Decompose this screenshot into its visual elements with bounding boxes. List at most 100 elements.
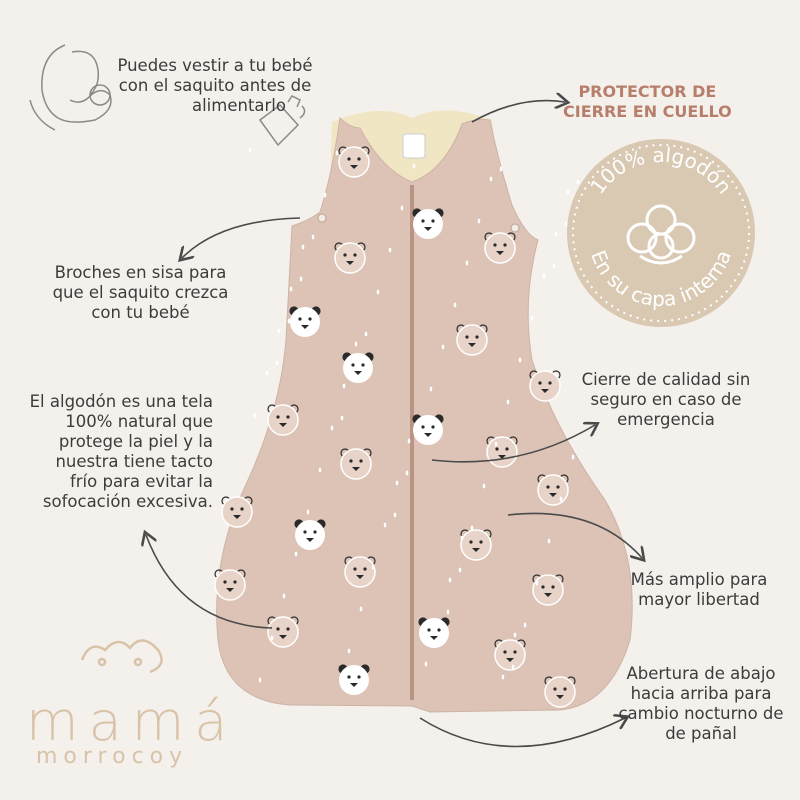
bear-face-icon <box>340 448 372 480</box>
fabric-dot <box>289 286 293 292</box>
fabric-dot <box>501 674 505 680</box>
fabric-dot <box>376 289 380 295</box>
fabric-dot <box>436 619 440 625</box>
arrow-algodon <box>146 535 273 629</box>
bear-face-icon <box>267 404 299 436</box>
fabric-dot <box>407 438 411 444</box>
bear-face-icon <box>289 306 321 337</box>
arrow-abertura <box>419 718 625 748</box>
fabric-dot <box>400 205 404 211</box>
fabric-dot <box>364 331 368 337</box>
fabric-dot <box>566 189 570 195</box>
fabric-dot <box>347 648 351 654</box>
bear-face-icon <box>529 370 561 402</box>
fabric-dot <box>470 525 474 531</box>
fabric-dot <box>388 247 392 253</box>
fabric-dot <box>383 522 387 528</box>
bear-face-icon <box>334 242 366 274</box>
callout-arrows <box>146 101 642 748</box>
fabric-dot <box>511 664 515 670</box>
bear-face-icon <box>338 146 370 178</box>
fabric-dot <box>265 370 269 376</box>
bear-face-icon <box>344 556 376 588</box>
fabric-dot <box>335 150 339 156</box>
bear-face-icon <box>484 232 516 264</box>
bear-face-icon <box>418 617 450 648</box>
fabric-dot <box>248 147 252 153</box>
bear-face-icon <box>221 496 253 528</box>
fabric-dot <box>301 244 305 250</box>
fabric-dot <box>499 166 503 172</box>
fabric-dot <box>448 577 452 583</box>
fabric-dot <box>523 622 527 628</box>
fabric-dot <box>542 273 546 279</box>
fabric-dot <box>571 454 575 460</box>
bear-face-icon <box>412 208 444 239</box>
bear-face-icon <box>460 529 492 561</box>
fabric-dot <box>395 480 399 486</box>
fabric-dot <box>535 580 539 586</box>
arrow-cierre <box>431 425 595 463</box>
arrow-protector <box>471 101 565 123</box>
bear-face-icon <box>214 569 246 601</box>
arrow-amplio <box>507 512 642 558</box>
fabric-dot <box>429 386 433 392</box>
bear-face-icon <box>412 414 444 445</box>
fabric-dot <box>287 318 291 324</box>
fabric-dot <box>417 428 421 434</box>
fabric-dot <box>458 567 462 573</box>
fabric-dot <box>352 373 356 379</box>
fabric-dot <box>477 218 481 224</box>
fabric-dot <box>294 551 298 557</box>
bear-face-icon <box>338 664 370 695</box>
brand-main: mamá <box>26 690 238 753</box>
fabric-dot <box>412 163 416 169</box>
fabric-dot <box>576 179 580 185</box>
fabric-dot <box>354 341 358 347</box>
bear-face-icon <box>456 324 488 356</box>
fabric-dot <box>489 176 493 182</box>
snap-left <box>317 213 327 223</box>
arrow-broches <box>182 217 301 258</box>
bear-face-icon <box>532 574 564 606</box>
fabric-dot <box>482 483 486 489</box>
fabric-dot <box>453 302 457 308</box>
fabric-dot <box>518 357 522 363</box>
fabric-dot <box>506 399 510 405</box>
fabric-dot <box>342 383 346 389</box>
fabric-dot <box>393 512 397 518</box>
fabric-dot <box>405 470 409 476</box>
fabric-dot <box>277 328 281 334</box>
fabric-dot <box>559 496 563 502</box>
fabric-dot <box>552 263 556 269</box>
fabric-dot <box>424 661 428 667</box>
fabric-dot <box>465 260 469 266</box>
mother-baby-icon <box>29 44 112 131</box>
fabric-dot <box>494 441 498 447</box>
fabric-dot <box>554 231 558 237</box>
fabric-dot <box>513 632 517 638</box>
fabric-dot <box>564 221 568 227</box>
baby-bottle-icon <box>258 95 306 147</box>
bear-face-icon <box>342 352 374 383</box>
bag-label <box>402 133 426 159</box>
fabric-dot <box>318 467 322 473</box>
fabric-dot <box>258 677 262 683</box>
fabric-dot <box>306 509 310 515</box>
fabric-dot <box>253 412 257 418</box>
fabric-dot <box>282 593 286 599</box>
fabric-dot <box>359 606 363 612</box>
fabric-dot <box>270 635 274 641</box>
fabric-dot <box>340 415 344 421</box>
fabric-dot <box>299 276 303 282</box>
fabric-dot <box>311 234 315 240</box>
fabric-dot <box>330 425 334 431</box>
